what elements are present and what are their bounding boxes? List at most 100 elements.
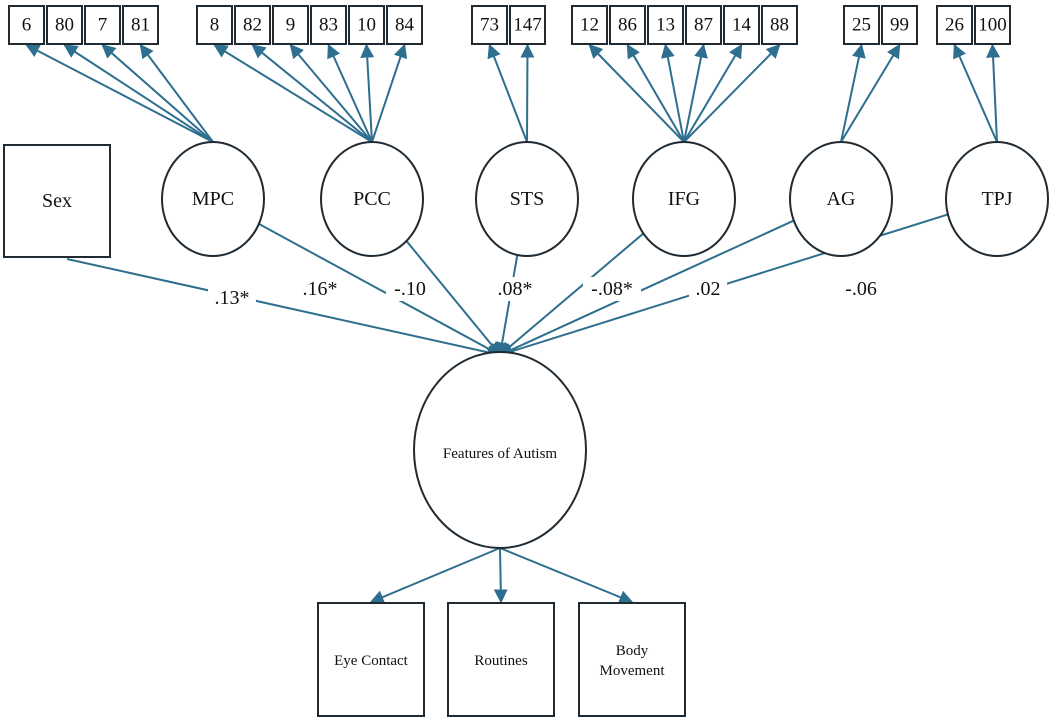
mpc-node [161, 141, 265, 257]
shapes-layer [3, 5, 1049, 717]
indicator-box [723, 5, 760, 45]
indicator-box [509, 5, 546, 45]
loading-ifg-87 [683, 43, 708, 143]
loading-features-to-body-movement [499, 547, 634, 604]
indicator-box [647, 5, 684, 45]
path-ag-to-features [498, 219, 795, 357]
indicator-label: 86 [618, 15, 637, 36]
indicator-box [348, 5, 385, 45]
loading-mpc-80 [63, 44, 214, 143]
features-of-autism-label: Features of Autism [443, 446, 557, 462]
indicator-label: 14 [732, 15, 752, 36]
indicator-label: 100 [978, 15, 1007, 36]
coefficient-backdrop [837, 277, 885, 301]
sts-node [475, 141, 579, 257]
coefficient-pcc: -.10 [394, 278, 426, 300]
path-sex-to-features [66, 258, 502, 360]
routines-label: Routines [474, 653, 527, 669]
loading-pcc-9 [289, 43, 373, 143]
indicator-box [310, 5, 347, 45]
loading-features-to-routines [493, 547, 508, 604]
indicator-box [386, 5, 423, 45]
eye-contact-label: Eye Contact [334, 653, 409, 669]
indicator-box [8, 5, 45, 45]
indicator-label: 25 [852, 15, 871, 36]
tpj-node [945, 141, 1049, 257]
coefficient-backdrop [583, 277, 641, 301]
indicator-label: 13 [656, 15, 675, 36]
loading-ifg-12 [588, 43, 685, 143]
loading-pcc-84 [371, 43, 408, 143]
coefficient-tpj: -.06 [845, 278, 877, 300]
indicator-label: 7 [98, 15, 108, 36]
sts-label: STS [510, 188, 544, 210]
coefficient-sex: .13* [215, 287, 250, 309]
indicator-label: 82 [243, 15, 262, 36]
body-movement-box [578, 602, 686, 717]
indicator-label: 80 [55, 15, 74, 36]
indicator-label: 81 [131, 15, 150, 36]
indicator-label: 26 [945, 15, 964, 36]
loading-pcc-82 [251, 44, 373, 143]
features-of-autism-node [413, 351, 587, 549]
routines-box [447, 602, 555, 717]
loading-mpc-6 [25, 44, 214, 143]
loading-tpj-26 [953, 43, 998, 143]
path-pcc-to-features [405, 240, 501, 357]
loading-ifg-88 [683, 44, 781, 143]
indicator-label: 10 [357, 15, 376, 36]
indicator-box [196, 5, 233, 45]
loading-ifg-13 [660, 43, 685, 143]
coefficient-ifg: -.08* [591, 278, 633, 300]
indicator-box [609, 5, 646, 45]
coefficient-mpc: .16* [303, 278, 338, 300]
loading-ifg-14 [683, 43, 743, 143]
coefficient-backdrop [296, 277, 344, 301]
path-sts-to-features [495, 254, 519, 357]
ag-label: AG [827, 188, 856, 210]
indicator-box [881, 5, 918, 45]
loading-mpc-81 [139, 43, 214, 143]
indicator-box [46, 5, 83, 45]
indicator-box [272, 5, 309, 45]
indicator-label: 8 [210, 15, 220, 36]
indicator-label: 88 [770, 15, 789, 36]
indicator-box [471, 5, 508, 45]
indicator-box [974, 5, 1011, 45]
indicator-box [571, 5, 608, 45]
loading-pcc-8 [213, 44, 373, 143]
loading-pcc-83 [327, 43, 373, 143]
sex-label: Sex [42, 190, 72, 212]
path-mpc-to-features [258, 223, 502, 356]
loading-tpj-100 [986, 43, 1001, 143]
indicator-box [936, 5, 973, 45]
ag-node [789, 141, 893, 257]
eye-contact-box [317, 602, 425, 717]
indicator-box [685, 5, 722, 45]
loading-features-to-eye-contact [369, 547, 501, 604]
path-ifg-to-features [498, 232, 645, 356]
indicator-box [761, 5, 798, 45]
pcc-label: PCC [353, 188, 391, 210]
loading-sts-147 [520, 43, 535, 143]
loading-pcc-10 [360, 43, 375, 143]
ifg-label: IFG [668, 188, 700, 210]
indicator-label: 87 [694, 15, 713, 36]
coefficient-backdrop [689, 277, 727, 301]
indicator-label: 9 [286, 15, 296, 36]
indicator-box [84, 5, 121, 45]
coefficient-backdrop [208, 286, 256, 310]
loading-ag-25 [840, 43, 866, 143]
coefficient-backdrop [491, 277, 539, 301]
indicator-box [843, 5, 880, 45]
loading-mpc-7 [101, 44, 214, 143]
coefficient-sts: .08* [498, 278, 533, 300]
indicator-label: 83 [319, 15, 338, 36]
indicator-box [122, 5, 159, 45]
loading-sts-73 [487, 43, 528, 143]
coefficient-backdrop [386, 277, 434, 301]
loading-ag-99 [840, 43, 901, 143]
